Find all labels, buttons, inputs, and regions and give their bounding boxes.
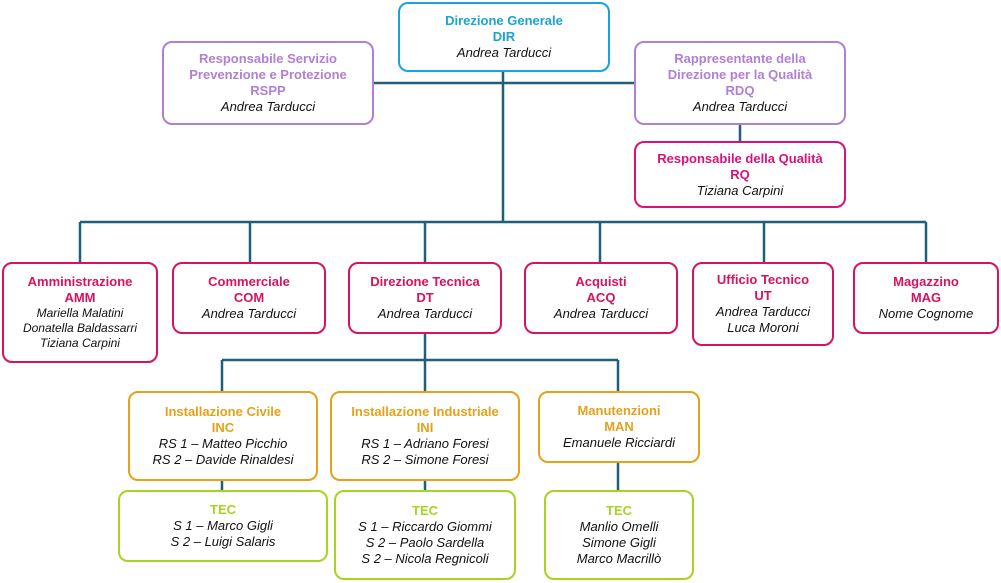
- node-title: Prevenzione e Protezione: [189, 67, 347, 82]
- node-person: Andrea Tarducci: [377, 306, 473, 321]
- node-amm: Amministrazione AMM Mariella Malatini Do…: [2, 262, 158, 363]
- node-person: Luca Moroni: [727, 320, 799, 335]
- node-person: Andrea Tarducci: [201, 306, 297, 321]
- node-code: RDQ: [725, 83, 755, 98]
- node-code: MAN: [604, 419, 634, 434]
- node-code: DIR: [492, 29, 516, 44]
- node-person: RS 1 – Matteo Picchio: [158, 436, 288, 451]
- node-code: DT: [416, 290, 434, 305]
- node-person: Andrea Tarducci: [692, 99, 788, 114]
- node-person: S 1 – Marco Gigli: [173, 518, 273, 533]
- node-rspp: Responsabile Servizio Prevenzione e Prot…: [162, 41, 374, 125]
- node-man: Manutenzioni MAN Emanuele Ricciardi: [538, 391, 700, 463]
- node-title: Amministrazione: [27, 274, 133, 289]
- node-code: ACQ: [586, 290, 616, 305]
- node-title: TEC: [606, 503, 632, 518]
- node-direzione-generale: Direzione Generale DIR Andrea Tarducci: [398, 2, 610, 72]
- node-mag: Magazzino MAG Nome Cognome: [853, 262, 999, 334]
- node-title: Responsabile della Qualità: [657, 150, 823, 166]
- node-person: Simone Gigli: [582, 535, 656, 550]
- node-title: Manutenzioni: [577, 403, 661, 418]
- node-code: RSPP: [250, 83, 286, 98]
- node-person: Marco Macrillò: [576, 551, 662, 566]
- node-com: Commerciale COM Andrea Tarducci: [172, 262, 326, 334]
- node-person: RS 1 – Adriano Foresi: [361, 436, 489, 451]
- node-title: TEC: [210, 502, 236, 517]
- node-dt: Direzione Tecnica DT Andrea Tarducci: [348, 262, 502, 334]
- node-title: Installazione Industriale: [351, 404, 499, 419]
- node-person: Tiziana Carpini: [40, 336, 120, 350]
- node-title: Commerciale: [208, 274, 290, 289]
- node-rdq: Rappresentante della Direzione per la Qu…: [634, 41, 846, 125]
- node-title: TEC: [412, 503, 438, 518]
- node-acq: Acquisti ACQ Andrea Tarducci: [524, 262, 678, 334]
- node-person: Andrea Tarducci: [553, 306, 649, 321]
- node-rq: Responsabile della Qualità RQ Tiziana Ca…: [634, 141, 846, 208]
- node-code: INC: [211, 420, 235, 435]
- node-title: Acquisti: [575, 274, 627, 289]
- node-title: Rappresentante della: [674, 51, 806, 66]
- node-person: Andrea Tarducci: [220, 99, 316, 114]
- node-person: Nome Cognome: [878, 306, 974, 321]
- node-ut: Ufficio Tecnico UT Andrea Tarducci Luca …: [692, 262, 834, 346]
- node-title: Direzione Tecnica: [370, 274, 480, 289]
- node-code: AMM: [64, 290, 96, 305]
- node-code: UT: [754, 288, 772, 303]
- node-person: S 2 – Nicola Regnicoli: [361, 551, 489, 566]
- node-inc: Installazione Civile INC RS 1 – Matteo P…: [128, 391, 318, 481]
- node-title: Direzione per la Qualità: [667, 67, 813, 82]
- node-title: Magazzino: [893, 274, 959, 289]
- node-person: Tiziana Carpini: [696, 182, 784, 198]
- node-code: MAG: [910, 290, 942, 305]
- node-ini: Installazione Industriale INI RS 1 – Adr…: [330, 391, 520, 481]
- node-person: RS 2 – Davide Rinaldesi: [152, 452, 294, 467]
- node-person: Andrea Tarducci: [715, 304, 811, 319]
- node-person: S 2 – Luigi Salaris: [170, 534, 276, 549]
- node-person: S 1 – Riccardo Giommi: [358, 519, 492, 534]
- node-title: Ufficio Tecnico: [716, 272, 810, 287]
- node-tec-man: TEC Manlio Omelli Simone Gigli Marco Mac…: [544, 490, 694, 580]
- node-person: Manlio Omelli: [579, 519, 659, 534]
- node-person: S 2 – Paolo Sardella: [365, 535, 485, 550]
- node-person: Andrea Tarducci: [456, 45, 552, 60]
- node-title: Installazione Civile: [164, 404, 282, 419]
- node-code: INI: [416, 420, 434, 435]
- node-person: Donatella Baldassarri: [22, 321, 138, 335]
- node-tec-ini: TEC S 1 – Riccardo Giommi S 2 – Paolo Sa…: [334, 490, 516, 580]
- node-person: Emanuele Ricciardi: [563, 435, 675, 450]
- node-title: Direzione Generale: [445, 13, 563, 28]
- node-code: COM: [233, 290, 265, 305]
- node-title: Responsabile Servizio: [199, 51, 337, 66]
- node-code: RQ: [730, 166, 750, 182]
- node-person: Mariella Malatini: [36, 306, 124, 320]
- node-tec-inc: TEC S 1 – Marco Gigli S 2 – Luigi Salari…: [118, 490, 328, 562]
- node-person: RS 2 – Simone Foresi: [361, 452, 489, 467]
